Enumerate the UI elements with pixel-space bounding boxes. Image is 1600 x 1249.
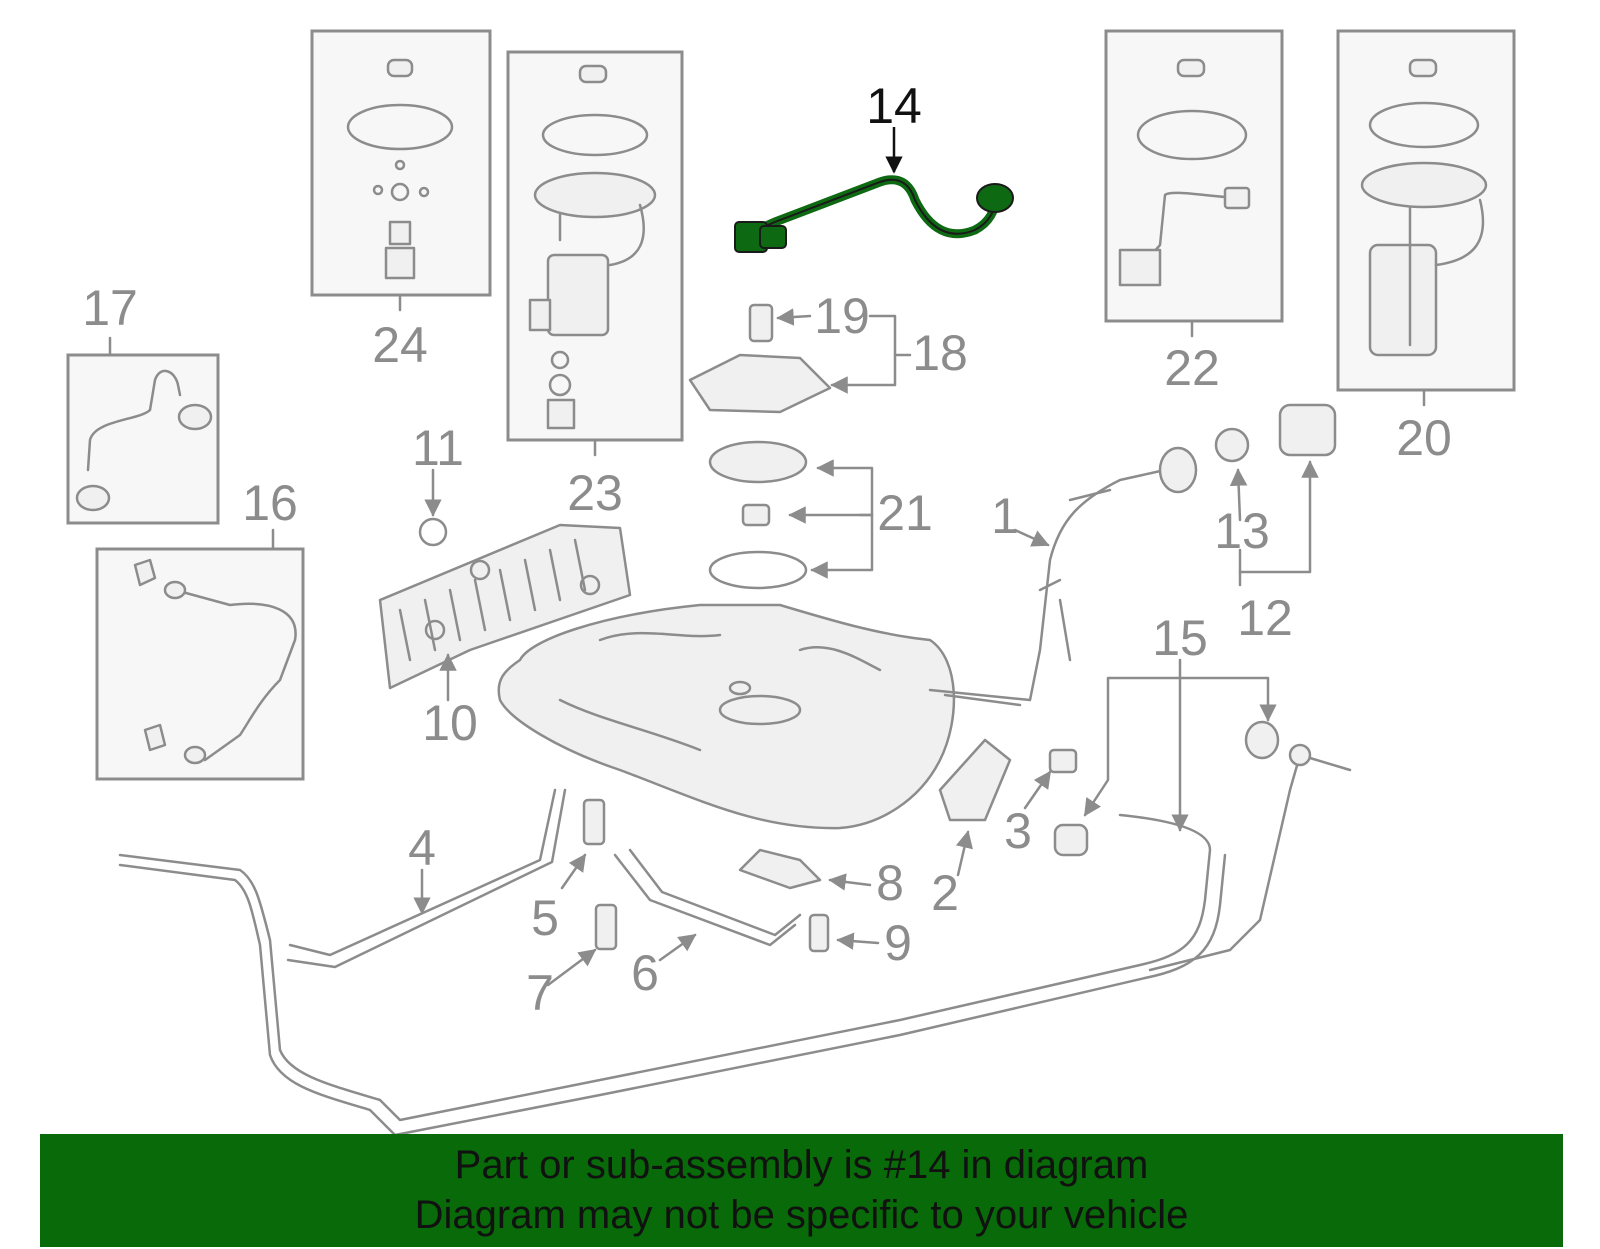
part-17-assembly[interactable]: [66, 353, 220, 525]
callout-24: 24: [372, 317, 428, 373]
banner-line-2: Diagram may not be specific to your vehi…: [414, 1193, 1189, 1237]
callout-12: 12: [1237, 590, 1293, 646]
callout-19: 19: [814, 288, 870, 344]
callout-7: 7: [526, 965, 554, 1021]
part-18-cover-plate[interactable]: [688, 353, 832, 414]
part-16-assembly[interactable]: [95, 547, 305, 781]
callout-4: 4: [408, 820, 436, 876]
callout-3: 3: [1004, 803, 1032, 859]
part-15-fuel-lines[interactable]: [118, 720, 1352, 1137]
part-9-bolt[interactable]: [808, 913, 830, 953]
part-8-bracket[interactable]: [738, 848, 822, 890]
callout-18: 18: [912, 325, 968, 381]
part-23-assembly[interactable]: [506, 50, 684, 442]
part-22-assembly[interactable]: [1104, 29, 1284, 323]
part-12-fuel-cap[interactable]: [1278, 403, 1337, 457]
part-21-ring-set[interactable]: [708, 440, 808, 590]
callout-20: 20: [1396, 410, 1452, 466]
part-4-strap[interactable]: [286, 788, 567, 969]
info-banner: Part or sub-assembly is #14 in diagram D…: [40, 1134, 1563, 1247]
leader-lines: [108, 127, 1426, 987]
callout-labels: 24 23 14 22 20 19 18 17 16 11 10 21 1 13…: [82, 78, 1452, 1021]
part-1-filler-neck[interactable]: [928, 446, 1198, 707]
callout-2: 2: [931, 865, 959, 921]
callout-22: 22: [1164, 340, 1220, 396]
part-11-ring[interactable]: [418, 517, 448, 547]
part-13-cap-ring[interactable]: [1214, 427, 1250, 463]
part-10-heat-shield[interactable]: [378, 523, 632, 690]
callout-17: 17: [82, 280, 138, 336]
fuel-tank[interactable]: [497, 603, 956, 830]
part-6-strap[interactable]: [613, 848, 802, 947]
part-2-bracket[interactable]: [938, 738, 1012, 822]
part-20-assembly[interactable]: [1336, 29, 1516, 392]
callout-11: 11: [412, 420, 464, 476]
part-3-bolt[interactable]: [1048, 748, 1078, 774]
callout-16: 16: [242, 475, 298, 531]
part-24-assembly[interactable]: [310, 29, 492, 297]
part-14-highlighted-hose[interactable]: [734, 175, 1014, 253]
callout-21: 21: [877, 485, 933, 541]
callout-14: 14: [866, 78, 922, 134]
callout-8: 8: [876, 855, 904, 911]
callout-15: 15: [1152, 610, 1208, 666]
callout-13: 13: [1214, 503, 1270, 559]
callout-1: 1: [991, 488, 1019, 544]
part-19-bolt[interactable]: [748, 303, 774, 343]
banner-line-1: Part or sub-assembly is #14 in diagram: [454, 1143, 1149, 1187]
callout-10: 10: [422, 695, 478, 751]
callout-9: 9: [884, 915, 912, 971]
callout-6: 6: [631, 945, 659, 1001]
callout-5: 5: [531, 890, 559, 946]
callout-23: 23: [567, 465, 623, 521]
part-5-bolt[interactable]: [582, 798, 606, 846]
part-7-bolt[interactable]: [594, 903, 618, 951]
